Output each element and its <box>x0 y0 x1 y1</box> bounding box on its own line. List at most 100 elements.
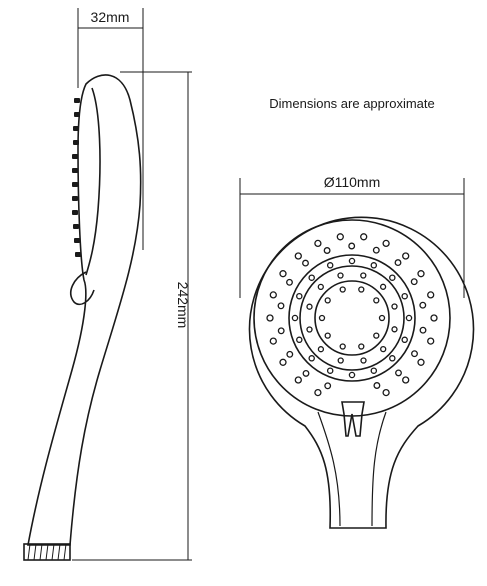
head-inner-curve <box>85 87 101 276</box>
nozzle <box>389 355 396 362</box>
nozzle <box>324 332 331 339</box>
nozzle <box>348 242 356 250</box>
nozzle <box>308 355 315 362</box>
spray-ring-inner <box>314 280 390 356</box>
nozzle <box>324 297 331 304</box>
nozzle <box>296 292 303 300</box>
diameter-label: Ø110mm <box>324 174 381 190</box>
nozzle <box>279 270 287 278</box>
nozzle <box>269 337 277 345</box>
nozzle <box>358 286 365 293</box>
side-view <box>23 74 142 561</box>
side-nozzle <box>75 252 81 257</box>
switch-lever <box>70 271 95 306</box>
dimensions-note: Dimensions are approximate <box>269 96 434 111</box>
nozzle <box>306 303 313 310</box>
nozzle <box>294 376 302 384</box>
nozzle <box>402 252 410 260</box>
nozzle <box>302 369 310 377</box>
nozzle <box>277 327 285 335</box>
front-view <box>248 216 475 529</box>
side-nozzle <box>73 224 79 229</box>
nozzle <box>306 326 313 333</box>
front-outline <box>248 216 475 529</box>
nozzle <box>391 303 398 310</box>
nozzle <box>323 247 331 254</box>
nozzle <box>394 259 402 267</box>
nozzle <box>370 262 378 269</box>
nozzle <box>427 291 435 299</box>
nozzle <box>286 278 293 286</box>
nozzle <box>348 371 356 379</box>
side-nozzle <box>72 154 78 159</box>
nozzle <box>308 274 315 281</box>
nozzle <box>360 233 368 241</box>
nozzle <box>417 358 425 366</box>
nozzle <box>370 367 378 374</box>
nozzle <box>360 357 367 364</box>
nozzle <box>373 297 380 304</box>
nozzle <box>314 239 322 248</box>
nozzle <box>296 336 303 344</box>
nozzle <box>317 283 324 291</box>
spray-ring-outer <box>288 254 416 382</box>
nozzle <box>419 301 427 309</box>
nozzle <box>378 314 386 322</box>
nozzle <box>291 314 299 322</box>
side-nozzle <box>74 112 80 117</box>
nozzle <box>417 270 425 278</box>
side-nozzle <box>73 140 79 145</box>
nozzle <box>339 286 346 293</box>
nozzle <box>419 326 427 334</box>
nozzle <box>302 259 309 267</box>
nozzle <box>360 272 367 279</box>
nozzle <box>401 292 408 300</box>
side-nozzle <box>72 210 78 215</box>
nozzle <box>277 302 285 310</box>
nozzle <box>382 239 390 248</box>
mode-switch <box>341 401 365 437</box>
nozzle <box>266 314 274 322</box>
nozzle <box>314 388 322 397</box>
nozzle <box>317 346 325 353</box>
side-nozzle <box>74 98 80 103</box>
nozzle <box>379 283 387 290</box>
length-dimension <box>72 71 192 561</box>
handle-front-inner <box>317 411 387 527</box>
side-nozzle <box>74 238 80 243</box>
side-nozzle <box>73 126 79 131</box>
nozzle <box>358 343 365 350</box>
nozzle <box>286 350 294 358</box>
nozzle <box>337 272 344 279</box>
side-nozzles <box>72 98 81 257</box>
length-label: 242mm <box>175 282 191 329</box>
diameter-dimension <box>239 178 465 298</box>
nozzle <box>373 332 380 339</box>
side-nozzle <box>72 196 78 201</box>
nozzle <box>382 388 390 397</box>
nozzle <box>279 358 287 366</box>
nozzle <box>373 382 381 389</box>
nozzle <box>380 345 387 353</box>
depth-label: 32mm <box>91 9 130 25</box>
nozzle <box>430 314 438 322</box>
nozzle <box>326 262 334 269</box>
nozzle <box>348 257 356 265</box>
nozzle <box>405 314 413 322</box>
hose-connector-thread <box>23 543 71 561</box>
nozzle <box>324 382 332 390</box>
nozzle <box>401 336 408 344</box>
nozzle <box>411 350 418 358</box>
nozzle <box>326 367 334 374</box>
side-nozzle <box>72 168 78 173</box>
nozzle <box>337 357 344 364</box>
nozzle <box>339 343 346 350</box>
nozzle <box>269 291 277 299</box>
nozzle <box>336 233 344 241</box>
side-nozzle <box>72 182 78 187</box>
nozzle <box>318 314 326 322</box>
nozzle <box>372 246 380 254</box>
nozzle <box>402 376 410 384</box>
nozzle <box>391 326 398 333</box>
